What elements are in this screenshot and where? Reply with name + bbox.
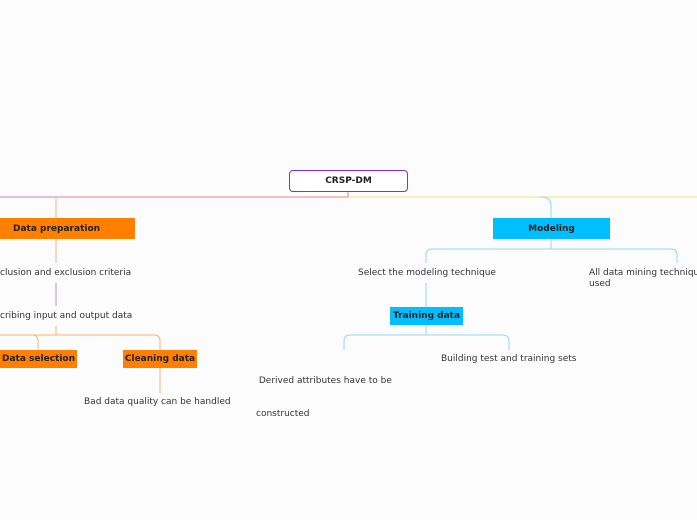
node-select-modeling-technique[interactable]: Select the modeling technique [358,268,496,279]
cleaning-data-label: Cleaning data [124,354,196,364]
node-all-data-mining-techniques[interactable]: All data mining techniqu used [589,268,697,290]
node-building-test-training-sets[interactable]: Building test and training sets [441,354,576,365]
inclusion-exclusion-label: clusion and exclusion criteria [0,268,132,278]
building-sets-label: Building test and training sets [441,354,577,364]
bad-data-quality-label: Bad data quality can be handled [84,397,231,407]
describing-data-label: cribing input and output data [0,311,133,321]
node-data-preparation[interactable]: Data preparation [0,218,135,239]
training-data-label: Training data [392,311,461,321]
select-modeling-technique-label: Select the modeling technique [358,268,496,278]
node-derived-attributes[interactable]: Derived attributes have to be constructe… [256,354,392,431]
node-training-data[interactable]: Training data [390,307,463,325]
data-preparation-label: Data preparation [13,223,101,234]
all-techniques-line-1: All data mining techniqu [589,268,697,278]
modeling-label: Modeling [528,223,575,234]
node-modeling[interactable]: Modeling [493,218,610,239]
root-node-crsp-dm[interactable]: CRSP-DM [289,170,408,192]
node-cleaning-data[interactable]: Cleaning data [123,350,197,368]
root-label: CRSP-DM [325,176,372,186]
derived-attributes-line-1: Derived attributes have to be [256,376,392,386]
node-describing-data[interactable]: cribing input and output data [0,311,132,322]
derived-attributes-line-2: constructed [256,409,310,419]
node-inclusion-exclusion[interactable]: clusion and exclusion criteria [0,268,131,279]
node-bad-data-quality[interactable]: Bad data quality can be handled [84,397,231,408]
node-data-selection[interactable]: Data selection [0,350,77,368]
all-techniques-line-2: used [589,279,611,289]
data-selection-label: Data selection [2,354,76,364]
